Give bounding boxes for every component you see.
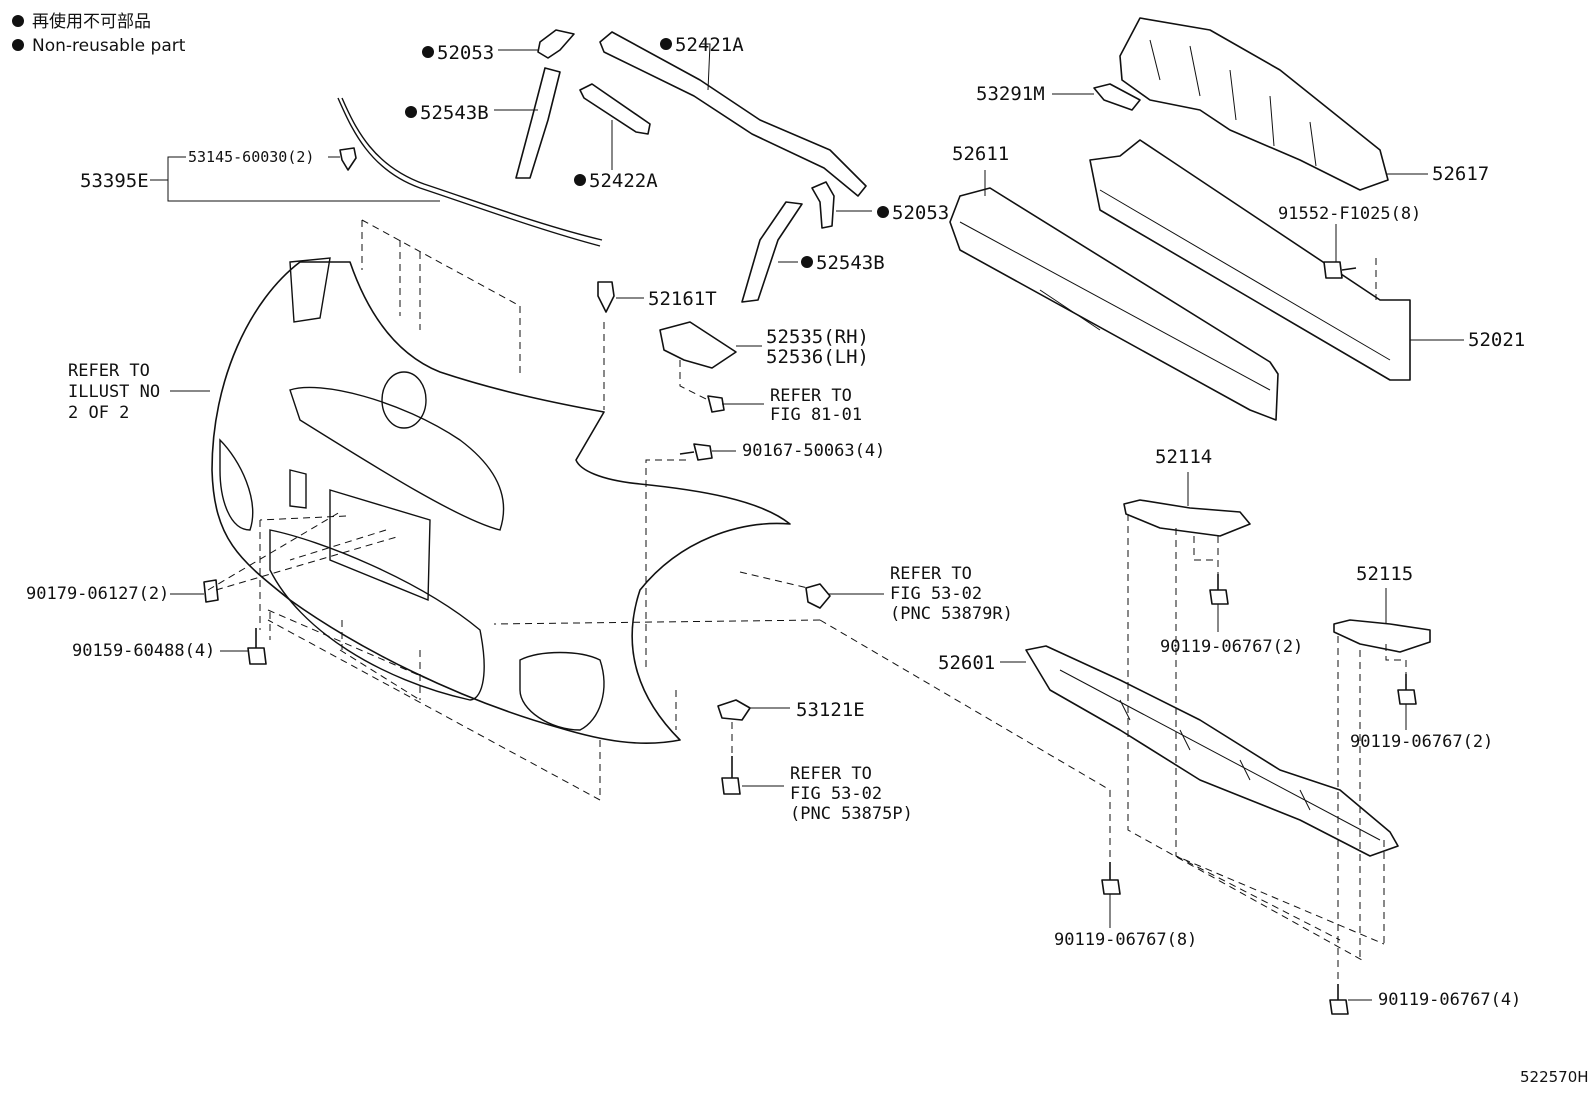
legend: 再使用不可部品 Non-reusable part [12, 11, 186, 56]
clip-53879R-drawing [805, 583, 831, 609]
legend-english: Non-reusable part [32, 36, 186, 56]
part-52053-mid-drawing [811, 181, 835, 229]
label-53395E: 53395E [80, 170, 149, 192]
label-52421A: 52421A [675, 34, 744, 56]
label-53291M: 53291M [976, 83, 1045, 105]
label-53121E: 53121E [796, 699, 865, 721]
non-reusable-dot-icon [877, 206, 889, 218]
label-90167: 90167-50063(4) [742, 441, 885, 461]
bolt-ref-53875P-drawing [721, 756, 741, 795]
illustration-id: 522570H [1520, 1068, 1589, 1086]
part-53291M-drawing [1093, 83, 1141, 111]
label-ref-81-01-line1: REFER TO [770, 386, 852, 406]
legend-japanese: 再使用不可部品 [32, 11, 151, 32]
label-ref-53875P-line1: REFER TO [790, 764, 872, 784]
label-52543B-top: 52543B [420, 102, 489, 124]
label-ref-53875P-line3: (PNC 53875P) [790, 804, 913, 824]
part-52617-drawing [1119, 17, 1389, 191]
non-reusable-dot-icon [12, 15, 24, 27]
non-reusable-dot-icon [422, 46, 434, 58]
leader-lines [150, 43, 1464, 1001]
label-53145: 53145-60030(2) [188, 148, 314, 166]
label-52115: 52115 [1356, 563, 1413, 585]
label-ref-illust-line1: REFER TO [68, 361, 150, 381]
part-52535-bracket-drawing [659, 321, 737, 369]
part-52611-drawing [949, 187, 1279, 421]
part-52053-top-drawing [537, 29, 575, 59]
label-90119-a: 90119-06767(2) [1160, 637, 1303, 657]
label-52053-top: 52053 [437, 42, 494, 64]
bolt-90119-a-drawing [1209, 574, 1229, 605]
bolt-91552-drawing [1323, 261, 1357, 279]
screw-90167-drawing [679, 443, 713, 461]
part-52543B-mid-drawing [741, 201, 803, 303]
label-90119-d: 90119-06767(4) [1378, 990, 1521, 1010]
label-52543B-mid: 52543B [816, 252, 885, 274]
part-53395E-drawing [337, 97, 601, 247]
part-52161T-drawing [597, 281, 615, 313]
non-reusable-dot-icon [660, 38, 672, 50]
part-53395E-edge [341, 97, 603, 241]
label-ref-illust-line2: ILLUST NO [68, 382, 160, 402]
label-ref-illust-line3: 2 OF 2 [68, 403, 129, 423]
label-90119-b: 90119-06767(2) [1350, 732, 1493, 752]
label-52161T: 52161T [648, 288, 717, 310]
label-90119-c: 90119-06767(8) [1054, 930, 1197, 950]
label-52617: 52617 [1432, 163, 1489, 185]
dashed-alignment-lines [207, 219, 1407, 984]
label-52021: 52021 [1468, 329, 1525, 351]
label-52611: 52611 [952, 143, 1009, 165]
bolt-ref-81-01-drawing [707, 395, 725, 413]
part-labels: 52053 52421A 52543B 52422A 53145-60030(2… [26, 34, 1525, 1010]
label-52536: 52536(LH) [766, 346, 869, 368]
non-reusable-dot-icon [405, 106, 417, 118]
part-52115-drawing [1333, 619, 1431, 653]
part-53121E-drawing [717, 699, 751, 721]
part-52543B-top-drawing [515, 67, 561, 179]
bolt-90119-c-drawing [1101, 862, 1121, 895]
non-reusable-dot-icon [574, 174, 586, 186]
label-ref-81-01-line2: FIG 81-01 [770, 405, 862, 425]
label-52053-mid: 52053 [892, 202, 949, 224]
label-ref-53879R-line2: FIG 53-02 [890, 584, 982, 604]
bumper-cover-drawing [211, 257, 791, 744]
label-ref-53879R-line3: (PNC 53879R) [890, 604, 1013, 624]
label-ref-53875P-line2: FIG 53-02 [790, 784, 882, 804]
label-91552: 91552-F1025(8) [1278, 204, 1421, 224]
part-52601-drawing [1025, 645, 1399, 857]
non-reusable-dot-icon [801, 256, 813, 268]
part-52114-drawing [1123, 499, 1251, 537]
label-ref-53879R-line1: REFER TO [890, 564, 972, 584]
part-52421A-drawing [599, 31, 867, 197]
nut-90179-drawing [203, 579, 219, 603]
non-reusable-dot-icon [12, 39, 24, 51]
part-52021-drawing [1089, 139, 1411, 381]
label-52422A: 52422A [589, 170, 658, 192]
bolt-90159-drawing [247, 628, 267, 665]
bolt-90119-d-drawing [1329, 984, 1349, 1015]
part-53145-clip-drawing [339, 147, 357, 171]
label-52114: 52114 [1155, 446, 1212, 468]
label-90159: 90159-60488(4) [72, 641, 215, 661]
label-52601: 52601 [938, 652, 995, 674]
label-52535: 52535(RH) [766, 326, 869, 348]
part-52422A-drawing [579, 83, 651, 135]
bolt-90119-b-drawing [1397, 674, 1417, 705]
label-90179: 90179-06127(2) [26, 584, 169, 604]
